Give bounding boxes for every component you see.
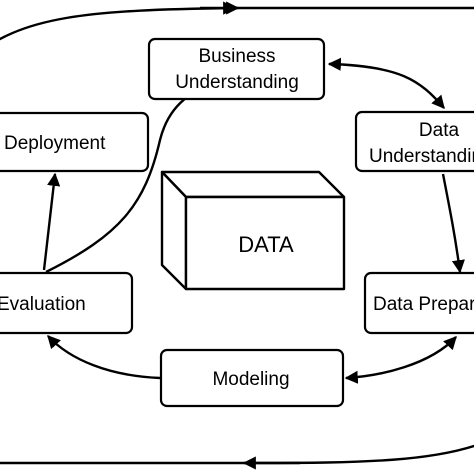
data-preparation-node: Data Preparation: [363, 271, 474, 335]
business-understanding-node: Business Understanding: [147, 37, 326, 101]
business-line2: Understanding: [175, 72, 299, 93]
modeling-evaluation-arrow: [47, 335, 161, 380]
modeling-label: Modeling: [212, 369, 289, 390]
data-understanding-node: Data Understanding: [354, 110, 474, 173]
outer-cycle-bottom-arrow: [0, 444, 474, 465]
evaluation-label: Evaluation: [0, 294, 86, 315]
business-line1: Business: [198, 46, 275, 67]
center-data-label: DATA: [238, 232, 294, 257]
business-data-understanding-arrow: [327, 57, 445, 110]
data-understanding-line1: Data: [419, 120, 460, 141]
deployment-label: Deployment: [4, 133, 106, 154]
data-cube: [160, 170, 346, 291]
data-preparation-label: Data Preparation: [373, 294, 474, 315]
data-understanding-line2: Understanding: [369, 146, 474, 167]
modeling-node: Modeling: [159, 348, 345, 408]
data-understanding-preparation-arrow: [441, 173, 465, 274]
preparation-modeling-arrow: [344, 336, 457, 384]
evaluation-node: Evaluation: [0, 271, 134, 335]
deployment-node: Deployment: [0, 111, 150, 173]
evaluation-deployment-arrow: [42, 172, 61, 271]
